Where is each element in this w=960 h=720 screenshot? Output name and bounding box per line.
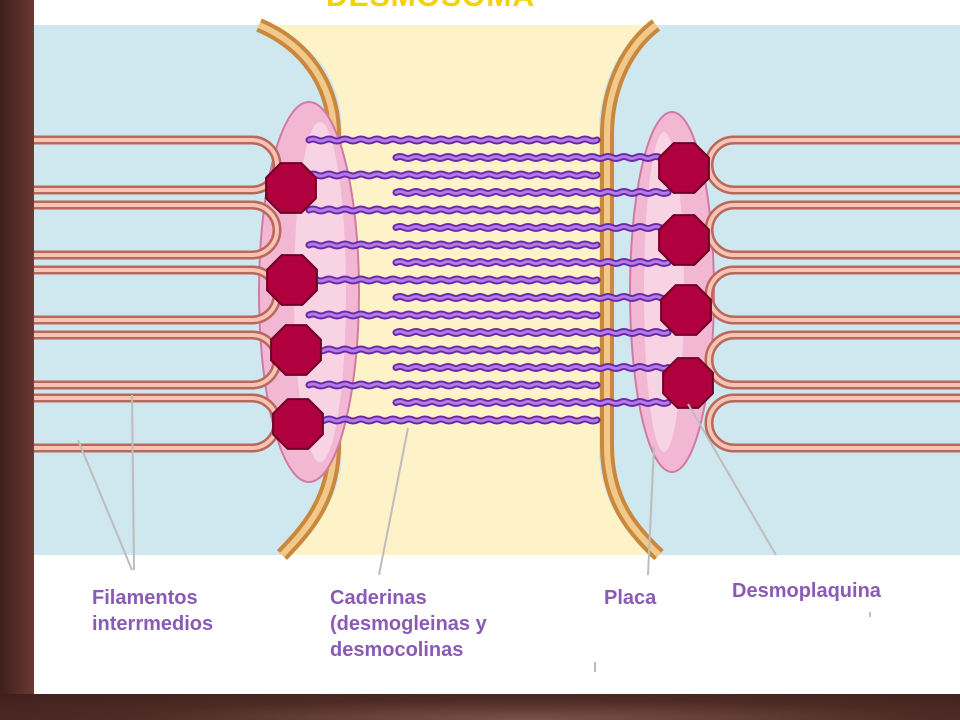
desmoplakin-left [270,324,322,376]
intermediate-filament-core [707,333,960,387]
cadherin-strand-highlight [307,347,599,353]
cadherin-strand-highlight [307,242,599,248]
desmoplakin-left [266,254,318,306]
cadherin-strand-highlight [394,260,670,265]
slide-frame-left [0,0,34,720]
diagram-panel: DESMOSOMA Filamentos interrmedios Caderi… [34,0,960,694]
label-line: Filamentos [92,587,198,609]
cadherin-strand-highlight [307,172,599,178]
desmoplakin-right [662,357,714,409]
cadherin-strand-highlight [394,225,670,230]
desmoplakin-left [265,162,317,214]
cadherin-strand-highlight [394,365,670,370]
desmoplakin-right [658,214,710,266]
intermediate-filament-core [707,396,960,450]
label-desmoplaquina: Desmoplaquina [732,580,881,602]
label-placa: Placa [604,587,657,609]
desmoplakin-complexes [265,142,714,450]
cadherin-strands [305,135,672,425]
cadherin-strand-highlight [307,137,599,143]
label-line: Caderinas [330,587,427,609]
intermediate-filament-core [707,268,960,322]
diagram-title: DESMOSOMA [326,0,535,14]
cadherin-strand-highlight [394,155,670,160]
label-pointers [77,394,871,672]
desmoplakin-right [658,142,710,194]
cadherin-strand-highlight [307,382,599,388]
cadherin-strand-highlight [307,277,599,283]
slide-frame-bottom [0,694,960,720]
label-caderinas: Caderinas (desmogleinas y desmocolinas [330,585,487,663]
desmoplakin-left [272,398,324,450]
label-line: desmocolinas [330,639,464,661]
cadherin-strand-highlight [307,417,599,423]
cadherin-strand-highlight [394,190,670,195]
cadherin-strand-highlight [394,400,670,405]
cadherin-strand-highlight [307,312,599,318]
right-cell-membrane [600,19,664,561]
cadherin-strand-highlight [307,207,599,213]
intermediate-filament-core [34,203,279,257]
cadherin-strand-highlight [394,330,670,335]
label-line: interrmedios [92,613,214,635]
cadherin-strand-highlight [394,295,670,300]
intermediate-filament-core [34,138,279,192]
desmosome-illustration [34,18,960,672]
desmoplakin-right [660,284,712,336]
label-filamentos-intermedios: Filamentos interrmedios [92,585,213,637]
label-line: (desmogleinas y [330,613,487,635]
